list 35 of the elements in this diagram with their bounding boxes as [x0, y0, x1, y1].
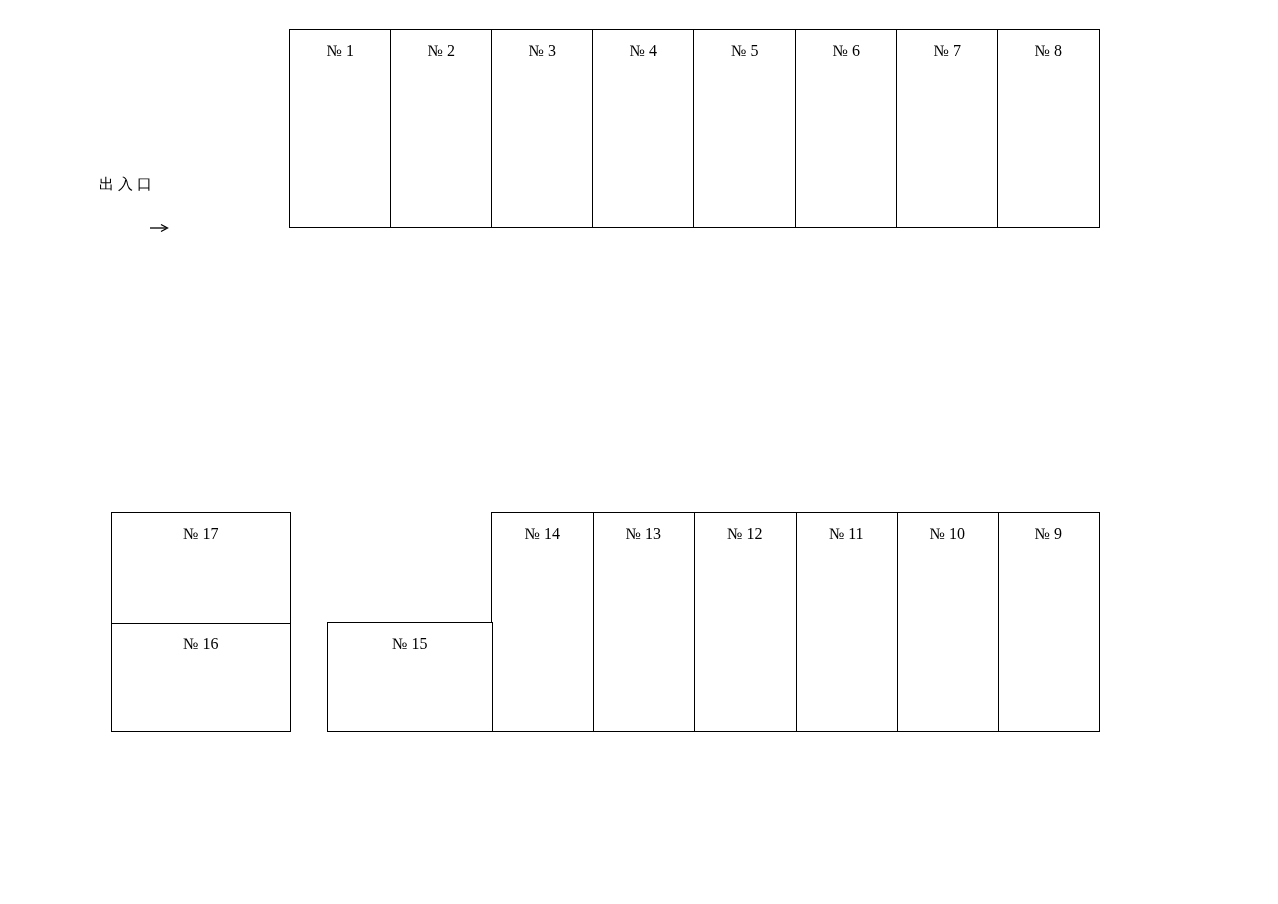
space-number: № 3: [527, 42, 557, 60]
parking-space: [997, 512, 1100, 732]
space-number: № 6: [831, 42, 861, 60]
parking-space: [111, 622, 291, 732]
space-number: № 1: [325, 42, 355, 60]
parking-space: [491, 512, 594, 732]
parking-space: [111, 512, 291, 624]
space-number: № 16: [182, 635, 220, 653]
space-number: № 12: [726, 525, 764, 543]
space-number: № 5: [730, 42, 760, 60]
parking-space: [795, 512, 898, 732]
parking-space: [289, 29, 392, 228]
space-number: № 4: [628, 42, 658, 60]
space-number: № 13: [624, 525, 662, 543]
space-number: № 7: [932, 42, 962, 60]
parking-space: [390, 29, 493, 228]
space-number: № 8: [1033, 42, 1063, 60]
parking-space: [795, 29, 898, 228]
space-number: № 11: [827, 525, 865, 543]
space-number: № 9: [1033, 525, 1063, 543]
parking-space: [997, 29, 1100, 228]
space-number: № 17: [182, 525, 220, 543]
entrance-label: 出 入 口: [99, 175, 152, 194]
space-number: № 15: [391, 635, 429, 653]
parking-space: [592, 512, 695, 732]
parking-space: [327, 622, 493, 732]
parking-space: [491, 29, 594, 228]
parking-space: [896, 512, 999, 732]
parking-space: [693, 29, 797, 228]
space-number: № 10: [928, 525, 966, 543]
parking-space: [896, 29, 999, 228]
parking-space: [693, 512, 797, 732]
space-number: № 2: [426, 42, 456, 60]
space-number: № 14: [523, 525, 561, 543]
parking-space: [592, 29, 695, 228]
